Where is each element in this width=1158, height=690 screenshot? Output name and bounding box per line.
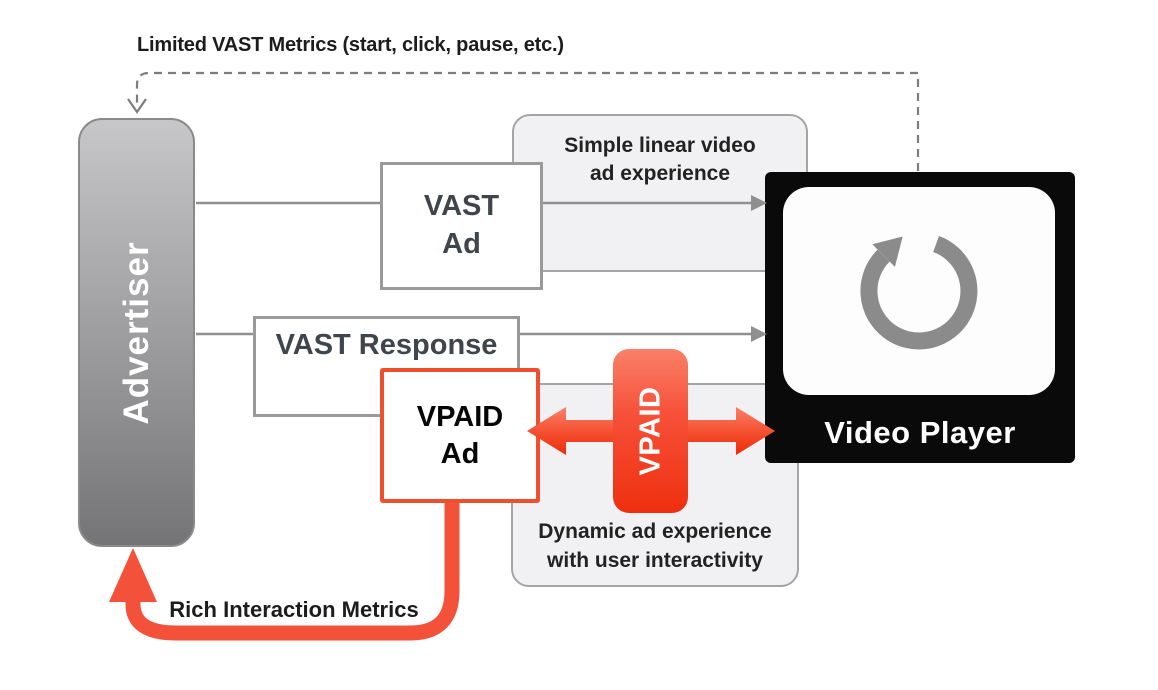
dynamic-experience-caption: Dynamic ad experience with user interact… [538,520,772,572]
video-player-label: Video Player [824,415,1016,450]
up-arrowhead-icon [109,548,157,602]
right-arrowhead-icon [751,195,767,211]
advertiser-node: Advertiser [78,118,195,547]
simple-linear-panel: Simple linear video ad experience [512,114,808,272]
vpaid-protocol-badge: VPAID [613,349,688,513]
refresh-icon [860,236,978,350]
limited-vast-metrics-label: Limited VAST Metrics (start, click, paus… [137,34,564,56]
rich-interaction-metrics-connector [125,498,460,641]
vast-metrics-dashed-connector [135,71,920,171]
down-arrowhead-icon [127,98,147,114]
vpaid-ad-node: VPAID Ad [380,368,540,503]
vpaid-protocol-label: VPAID [634,386,666,476]
vast-response-label: VAST Response [275,329,498,361]
video-player-screen [783,187,1055,395]
rich-interaction-metrics-label: Rich Interaction Metrics [169,597,419,622]
simple-linear-caption: Simple linear video ad experience [564,134,756,186]
vast-ad-node: VAST Ad [380,162,543,290]
right-arrowhead-icon [751,326,767,342]
video-player-node: Video Player [765,172,1075,463]
